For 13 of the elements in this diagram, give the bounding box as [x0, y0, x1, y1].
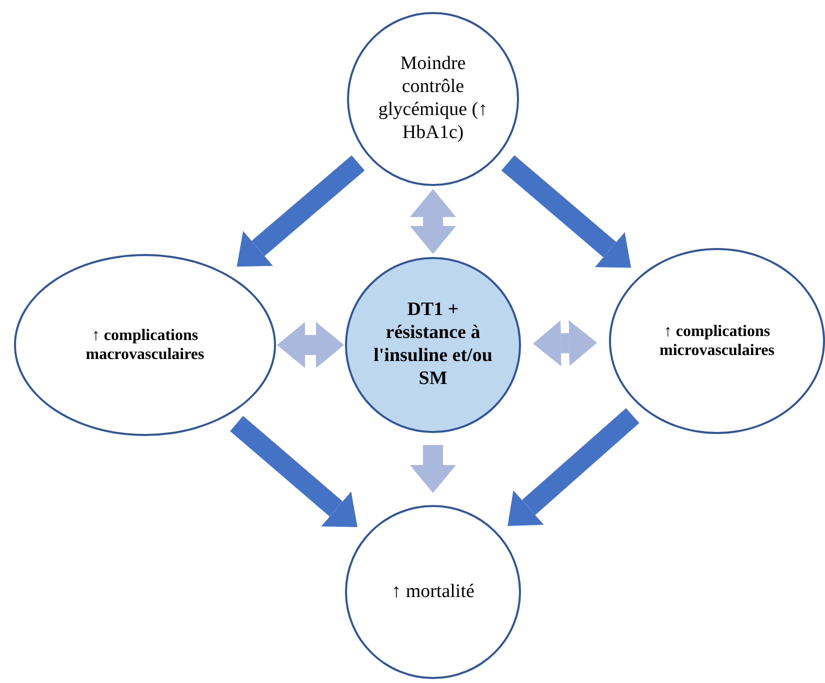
block-arrow — [410, 445, 456, 493]
block-arrow — [501, 155, 632, 268]
block-arrow — [533, 320, 598, 366]
node-label: DT1 + résistance à l'insuline et/ou SM — [372, 299, 494, 391]
block-arrow — [277, 322, 344, 368]
block-arrow — [230, 416, 358, 528]
block-arrow — [236, 155, 365, 267]
block-arrow — [410, 189, 456, 254]
block-arrow — [508, 408, 640, 526]
node-label: Moindre contrôle glycémique (↑ HbA1c) — [377, 53, 489, 145]
node-label: ↑ complications macrovasculaires — [84, 326, 206, 364]
node-label: ↑ mortalité — [392, 580, 474, 604]
node-label: ↑ complications microvasculaires — [658, 322, 776, 360]
